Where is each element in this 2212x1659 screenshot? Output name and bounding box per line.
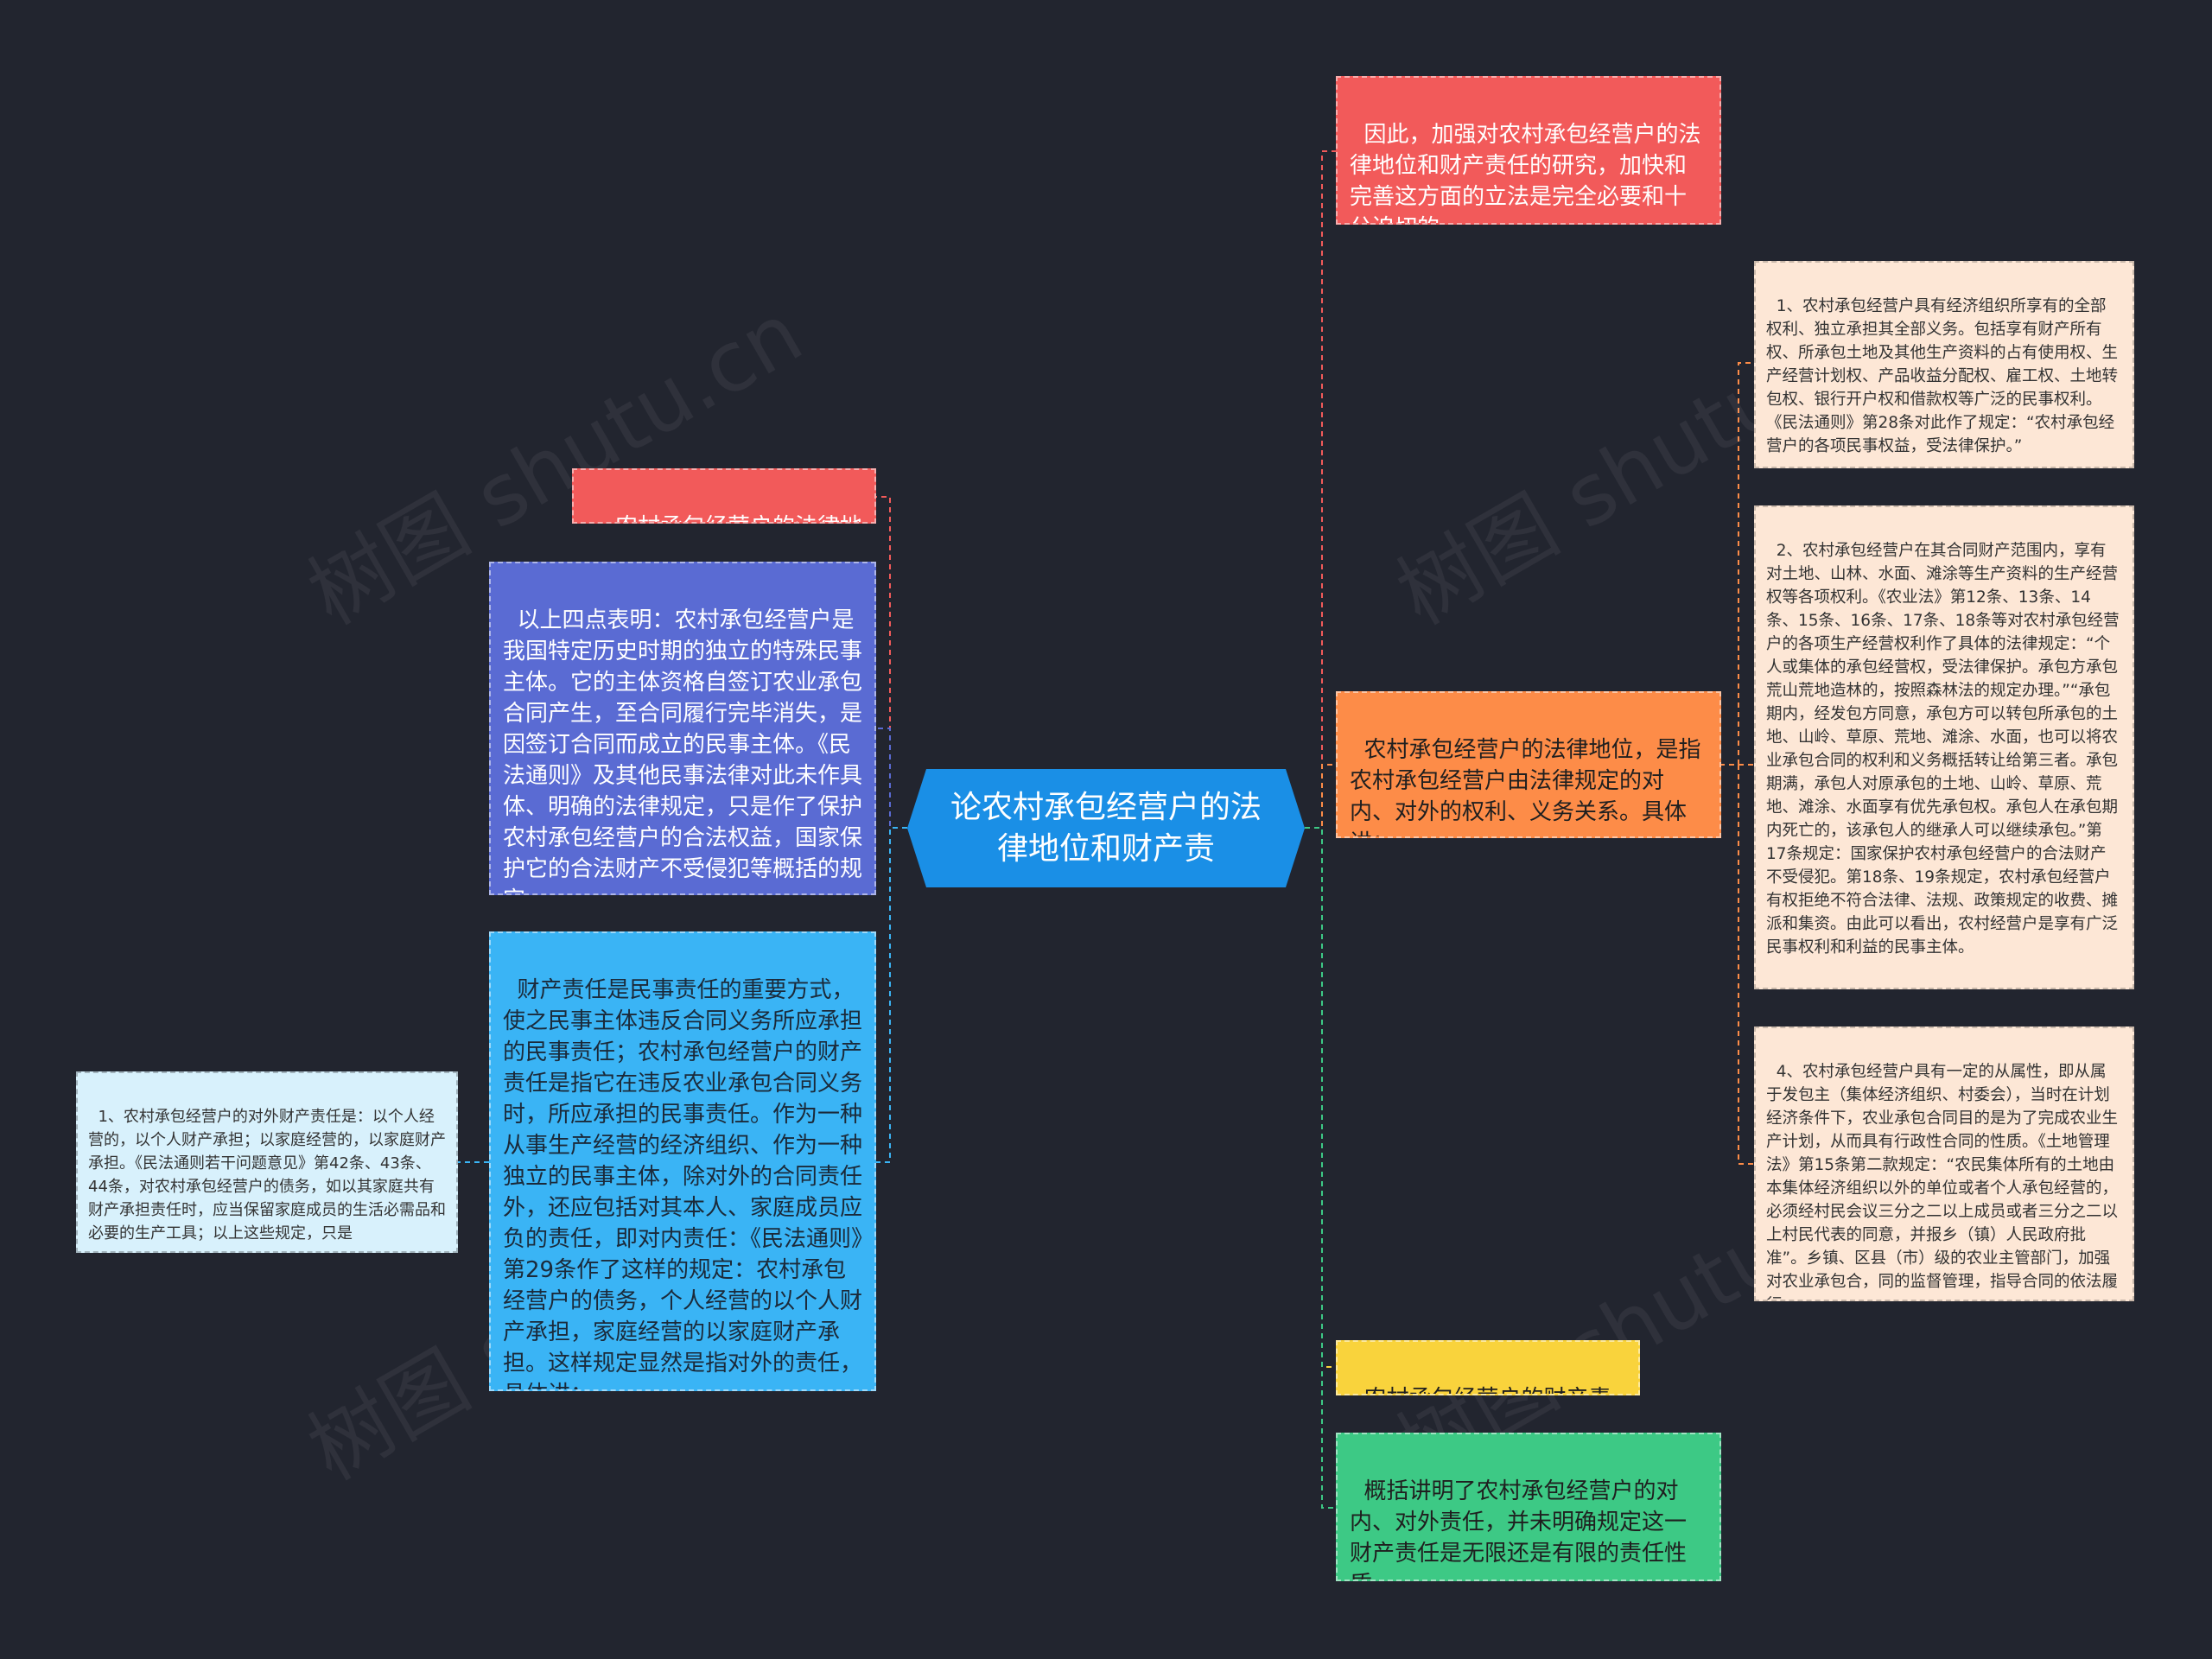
conclusion-text: 因此，加强对农村承包经营户的法律地位和财产责任的研究，加快和完善这方面的立法是完… — [1350, 122, 1701, 223]
line-item-1 — [1719, 362, 1754, 766]
line-conclusion — [1305, 150, 1336, 829]
conclusion-node[interactable]: 因此，加强对农村承包经营户的法律地位和财产责任的研究，加快和完善这方面的立法是完… — [1336, 76, 1721, 225]
line-legal-status-detail — [876, 728, 907, 829]
legal-status-definition-node[interactable]: 农村承包经营户的法律地位，是指农村承包经营户由法律规定的对内、对外的权利、义务关… — [1336, 691, 1721, 838]
right-item-1-node[interactable]: 1、农村承包经营户具有经济组织所享有的全部权利、独立承担其全部义务。包括享有财产… — [1754, 261, 2134, 468]
property-liability-detail-text: 财产责任是民事责任的重要方式，使之民事主体违反合同义务所应承担的民事责任；农村承… — [503, 977, 863, 1389]
line-legal-status — [876, 496, 907, 829]
line-property-label — [1305, 827, 1336, 1368]
line-property-detail — [876, 827, 907, 1163]
right-item-2-node[interactable]: 2、农村承包经营户在其合同财产范围内，享有对土地、山林、水面、滩涂等生产资料的生… — [1754, 505, 2134, 989]
property-liability-label: 农村承包经营户的财产责任 — [1350, 1386, 1611, 1394]
central-topic-label: 论农村承包经营户的法律地位和财产责 — [950, 789, 1262, 867]
legal-status-label: 农村承包经营户的法律地位 — [615, 514, 862, 522]
summary-node[interactable]: 概括讲明了农村承包经营户的对内、对外责任，并未明确规定这一财产责任是无限还是有限… — [1336, 1433, 1721, 1581]
line-item-4 — [1719, 764, 1754, 1165]
legal-status-detail-text: 以上四点表明：农村承包经营户是我国特定历史时期的独立的特殊民事主体。它的主体资格… — [503, 607, 863, 893]
line-legal-definition — [1305, 764, 1336, 829]
line-summary — [1305, 827, 1336, 1509]
central-topic[interactable]: 论农村承包经营户的法律地位和财产责 — [907, 769, 1305, 887]
property-liability-detail-node[interactable]: 财产责任是民事责任的重要方式，使之民事主体违反合同义务所应承担的民事责任；农村承… — [489, 931, 876, 1391]
right-item-1-text: 1、农村承包经营户具有经济组织所享有的全部权利、独立承担其全部义务。包括享有财产… — [1766, 297, 2119, 455]
legal-status-node[interactable]: 农村承包经营户的法律地位 — [572, 468, 876, 524]
property-liability-label-node[interactable]: 农村承包经营户的财产责任 — [1336, 1340, 1640, 1395]
right-item-2-text: 2、农村承包经营户在其合同财产范围内，享有对土地、山林、水面、滩涂等生产资料的生… — [1766, 542, 2120, 957]
external-liability-item-node[interactable]: 1、农村承包经营户的对外财产责任是：以个人经营的，以个人财产承担；以家庭经营的，… — [76, 1071, 458, 1253]
legal-status-detail-node[interactable]: 以上四点表明：农村承包经营户是我国特定历史时期的独立的特殊民事主体。它的主体资格… — [489, 562, 876, 895]
right-item-4-text: 4、农村承包经营户具有一定的从属性，即从属于发包主（集体经济组织、村委会），当时… — [1766, 1063, 2119, 1300]
right-item-4-node[interactable]: 4、农村承包经营户具有一定的从属性，即从属于发包主（集体经济组织、村委会），当时… — [1754, 1027, 2134, 1301]
legal-status-definition-text: 农村承包经营户的法律地位，是指农村承包经营户由法律规定的对内、对外的权利、义务关… — [1350, 737, 1701, 836]
summary-text: 概括讲明了农村承包经营户的对内、对外责任，并未明确规定这一财产责任是无限还是有限… — [1350, 1478, 1688, 1580]
external-liability-item-text: 1、农村承包经营户的对外财产责任是：以个人经营的，以个人财产承担；以家庭经营的，… — [88, 1108, 446, 1243]
